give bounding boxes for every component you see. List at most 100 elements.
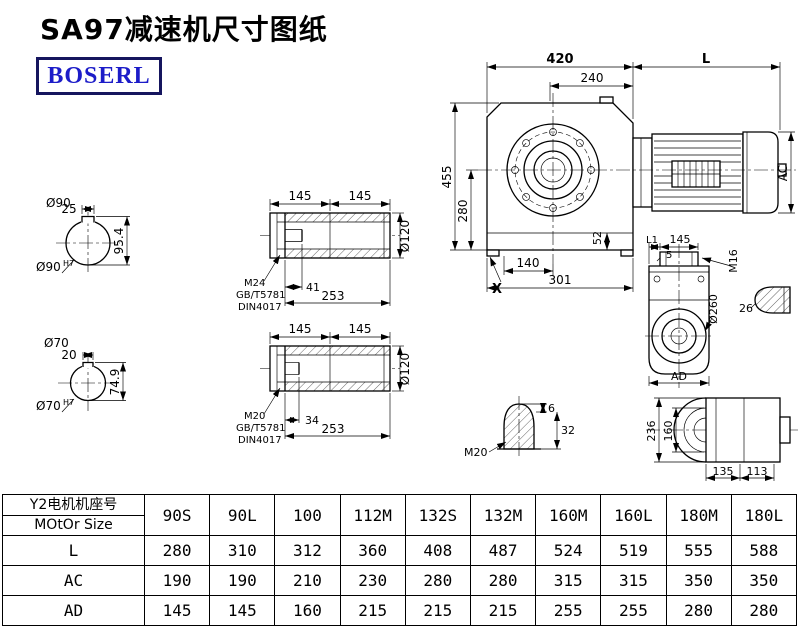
dim-135: 135 (713, 465, 734, 478)
label-thread-m20: M20 (244, 411, 265, 422)
row-label-L: L (2, 535, 145, 566)
brand-logo: BOSERL (36, 57, 162, 95)
table-cell: 215 (469, 595, 537, 626)
table-cell: 588 (730, 535, 798, 566)
table-row-AC: AC 190 190 210 230 280 280 315 315 350 3… (2, 565, 798, 596)
dim-bore-70-tol: H7 (63, 398, 74, 407)
table-cell: 190 (209, 565, 276, 596)
label-thread-m16: M16 (727, 249, 740, 273)
shaft-section-90-view: 25 Ø90 95.4 Ø90 H7 (36, 196, 130, 274)
dim-160: 160 (662, 421, 675, 442)
table-cell: 190 (143, 565, 211, 596)
dim-140: 140 (517, 256, 540, 270)
dim-bore-90-tol: H7 (63, 259, 74, 268)
dim-dia-120-bottom: Ø120 (398, 353, 412, 385)
table-cell: 555 (665, 535, 732, 566)
dim-AD: AD (671, 370, 687, 383)
dim-236: 236 (645, 421, 658, 442)
label-std-din-bottom: DIN4017 (238, 435, 282, 446)
dim-280: 280 (456, 200, 470, 223)
dim-keyway-width-90: 25 (61, 202, 76, 216)
table-cell: 280 (469, 565, 537, 596)
label-thread-m24: M24 (244, 278, 265, 289)
motor-size-table: Y2电机机座号 MOtOr Size 90S 90L 100 112M 132S… (2, 494, 798, 626)
dim-total-len-bottom: 253 (322, 422, 345, 436)
table-cell: 310 (209, 535, 276, 566)
main-view: 420 L 240 455 280 AC 52 140 301 X (440, 52, 796, 297)
table-cell: 408 (404, 535, 471, 566)
dim-6: 6 (548, 402, 555, 415)
table-cell: 350 (665, 565, 732, 596)
table-cell: 160 (274, 595, 341, 626)
dim-dia-90: Ø90 (46, 196, 71, 210)
dim-L: L (702, 52, 710, 67)
row-label-AC: AC (2, 565, 145, 596)
header-line2: MOtOr Size (34, 516, 113, 533)
table-cell: 487 (469, 535, 537, 566)
label-std-gb-bottom: GB/T5781 (236, 423, 286, 434)
row-label-AD: AD (2, 595, 145, 626)
dim-455: 455 (440, 166, 454, 189)
dim-AC: AC (776, 165, 790, 181)
dim-keyway-width-70: 20 (61, 348, 76, 362)
dim-bore-70: Ø70 (36, 399, 61, 413)
column-header-132m: 132M (469, 494, 537, 536)
table-cell: 255 (600, 595, 667, 626)
dim-len-b-top: 145 (349, 189, 372, 203)
table-cell: 350 (730, 565, 798, 596)
table-cell: 215 (404, 595, 471, 626)
dim-5: 5 (666, 250, 672, 261)
dim-L1: L1 (646, 235, 658, 246)
dim-len-a-top: 145 (289, 189, 312, 203)
shaft-section-70-view: 20 Ø70 74.9 Ø70 H7 (36, 336, 126, 413)
table-cell: 255 (535, 595, 602, 626)
column-header-90l: 90L (209, 494, 276, 536)
dim-bore-90: Ø90 (36, 260, 61, 274)
dim-32: 32 (561, 424, 575, 437)
technical-drawing: 25 Ø90 95.4 Ø90 H7 20 Ø70 74.9 Ø70 H7 (36, 52, 798, 481)
table-cell: 280 (143, 535, 211, 566)
dim-420: 420 (546, 52, 573, 67)
table-cell: 215 (339, 595, 406, 626)
table-cell: 315 (535, 565, 602, 596)
table-cell: 280 (730, 595, 798, 626)
hollow-shaft-top-view: 145 145 Ø120 M24 GB/T5781 DIN4017 41 253 (236, 189, 412, 313)
table-cell: 312 (274, 535, 341, 566)
table-row-AD: AD 145 145 160 215 215 215 255 255 280 2… (2, 595, 798, 626)
side-view: L1 145 5 M16 Ø260 26 AD (645, 233, 791, 388)
table-cell: 230 (339, 565, 406, 596)
dim-bolt-len-top: 41 (306, 281, 320, 294)
table-cell: 280 (404, 565, 471, 596)
table-cell: 524 (535, 535, 602, 566)
dim-len-a-bottom: 145 (289, 322, 312, 336)
table-header-motor-size: Y2电机机座号 MOtOr Size (2, 494, 145, 536)
label-std-gb-top: GB/T5781 (236, 290, 286, 301)
plug-detail-view: M20 6 32 (464, 396, 575, 459)
dim-dia-260: Ø260 (707, 294, 720, 324)
column-header-160m: 160M (535, 494, 602, 536)
table-cell: 519 (600, 535, 667, 566)
dim-52: 52 (591, 231, 604, 245)
table-row-L: L 280 310 312 360 408 487 524 519 555 58… (2, 535, 798, 566)
hollow-shaft-bottom-view: 145 145 Ø120 M20 GB/T5781 DIN4017 34 253 (236, 322, 412, 446)
label-std-din-top: DIN4017 (238, 302, 282, 313)
header-line1: Y2电机机座号 (3, 496, 144, 516)
label-X: X (492, 282, 502, 297)
table-cell: 210 (274, 565, 341, 596)
column-header-180l: 180L (730, 494, 798, 536)
column-header-160l: 160L (600, 494, 667, 536)
table-cell: 145 (209, 595, 276, 626)
dim-height-74-9: 74.9 (108, 369, 122, 396)
dim-total-len-top: 253 (322, 289, 345, 303)
dim-113: 113 (747, 465, 768, 478)
table-cell: 280 (665, 595, 732, 626)
dim-height-95-4: 95.4 (112, 228, 126, 255)
table-cell: 360 (339, 535, 406, 566)
output-view: 236 160 135 113 (645, 397, 798, 481)
dim-len-b-bottom: 145 (349, 322, 372, 336)
column-header-132s: 132S (404, 494, 471, 536)
column-header-90s: 90S (143, 494, 211, 536)
column-header-112m: 112M (339, 494, 406, 536)
page-title: SA97减速机尺寸图纸 (40, 13, 328, 46)
table-cell: 145 (143, 595, 211, 626)
